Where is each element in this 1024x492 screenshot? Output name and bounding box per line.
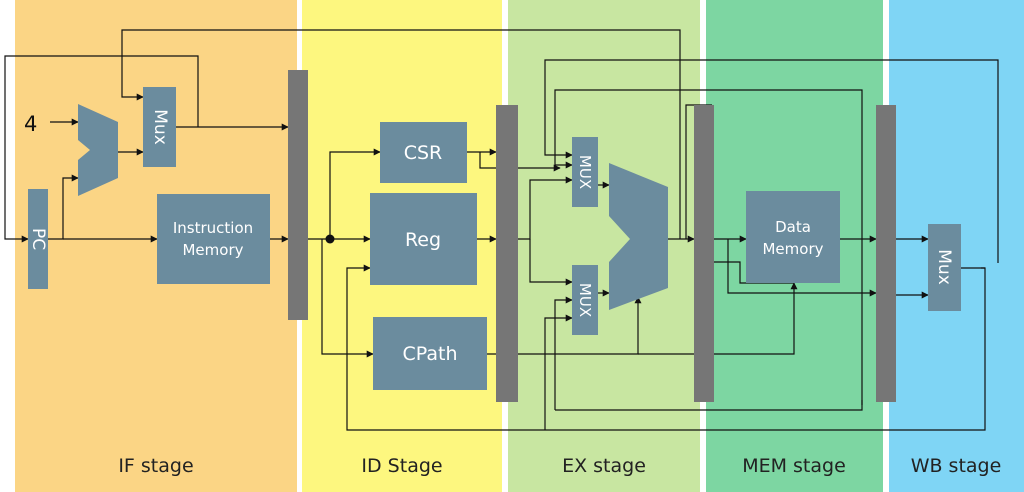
instruction-memory-label-line2: Memory [182, 241, 243, 259]
if-mux [143, 87, 176, 167]
mem-wb-pipeline-register [876, 105, 896, 402]
pc-adder [78, 104, 118, 196]
ex-mux-top [572, 137, 598, 207]
if-stage-label: IF stage [118, 455, 193, 477]
cpath-label: CPath [402, 343, 457, 365]
ex-mux-top-label: MUX [576, 155, 594, 189]
cpath-block [373, 317, 487, 390]
ex-stage-label: EX stage [562, 455, 646, 477]
data-memory-label-line1: Data [775, 218, 811, 236]
instruction-memory-label-line1: Instruction [173, 219, 253, 237]
csr-block [380, 122, 467, 183]
register-file [370, 193, 477, 285]
ex-mem-pipeline-register [694, 105, 714, 402]
wb-mux-label: Mux [934, 249, 954, 285]
constant-four-label: 4 [24, 112, 37, 136]
ex-mux-bottom-label: MUX [576, 283, 594, 317]
wb-stage-label: WB stage [911, 455, 1002, 477]
csr-label: CSR [404, 142, 443, 164]
data-memory-label-line2: Memory [762, 240, 823, 258]
reg-label: Reg [405, 229, 441, 251]
if-mux-label: Mux [150, 109, 170, 145]
ex-mux-bottom [572, 265, 598, 335]
if-id-pipeline-register [288, 70, 308, 320]
instruction-memory [157, 194, 270, 284]
pc-label: PC [28, 228, 48, 250]
id-stage-label: ID Stage [361, 455, 442, 477]
data-memory [746, 191, 840, 283]
id-ex-pipeline-register [496, 105, 518, 402]
wb-mux [928, 224, 961, 311]
alu [609, 163, 668, 310]
pc-register [28, 189, 48, 289]
ex-stage-background [508, 0, 700, 492]
mem-stage-label: MEM stage [742, 455, 846, 477]
wires [4, 29, 999, 431]
